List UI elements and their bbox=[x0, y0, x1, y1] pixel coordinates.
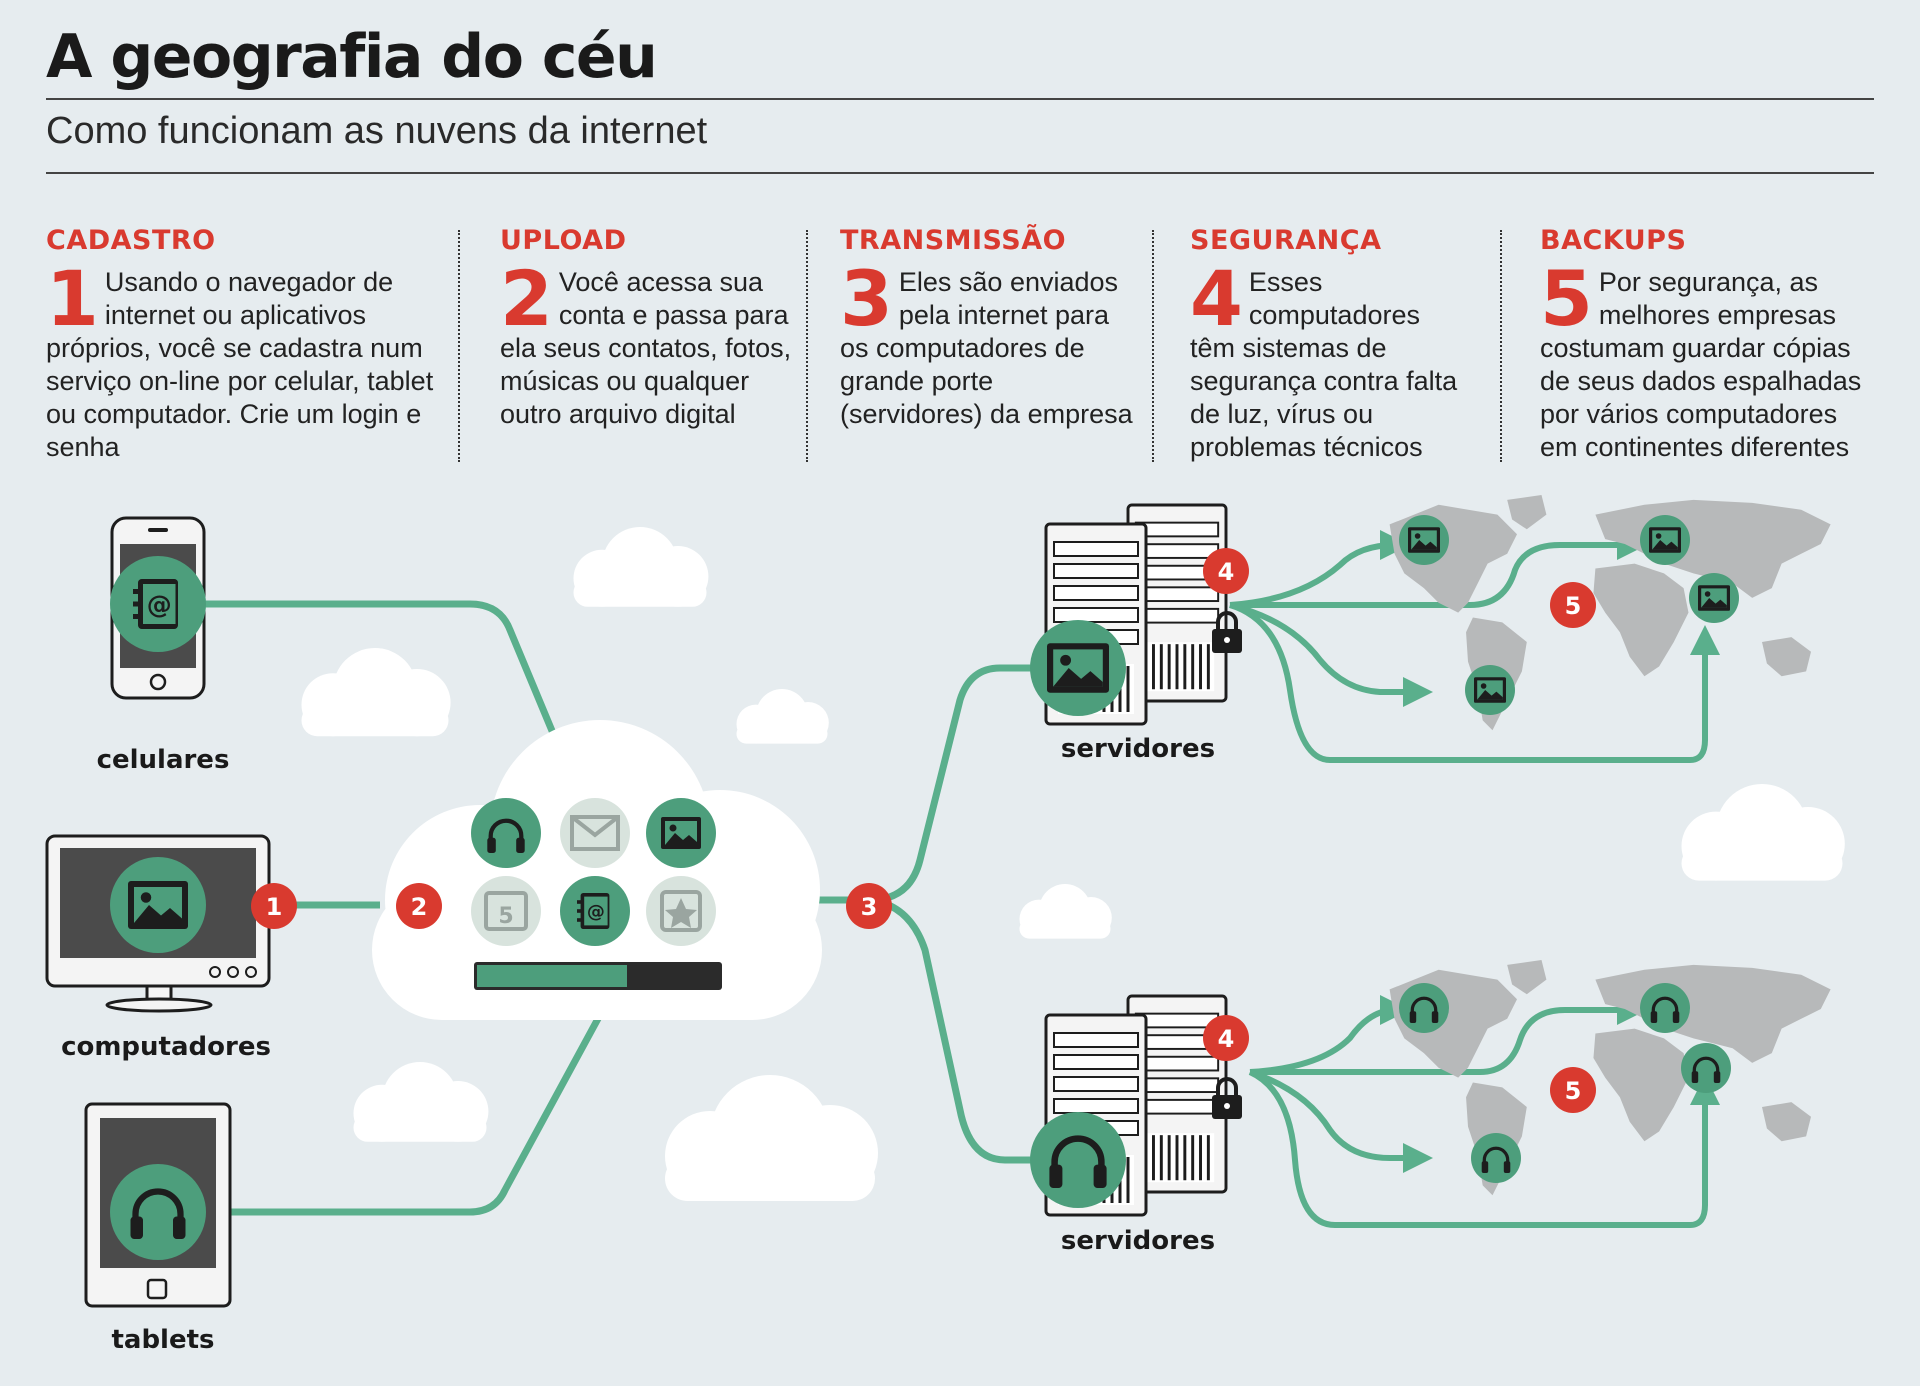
page-subtitle: Como funcionam as nuvens da internet bbox=[46, 110, 708, 152]
step-heading: CADASTRO bbox=[46, 225, 216, 256]
image-icon bbox=[646, 798, 716, 868]
image-icon bbox=[1465, 665, 1515, 715]
svg-text:4: 4 bbox=[1218, 1025, 1235, 1053]
step-marker-3: 3 bbox=[846, 883, 892, 929]
contacts-icon bbox=[110, 556, 206, 652]
step-heading: TRANSMISSÃO bbox=[840, 225, 1067, 256]
world-map-top bbox=[1389, 495, 1831, 731]
page-title: A geografia do céu bbox=[46, 22, 658, 92]
server-group-bottom bbox=[1030, 994, 1242, 1217]
step-divider bbox=[458, 230, 460, 462]
lock-icon bbox=[1212, 1077, 1242, 1119]
headphones-icon bbox=[1399, 983, 1449, 1033]
headphones-icon bbox=[1030, 1112, 1126, 1208]
svg-text:4: 4 bbox=[1218, 558, 1235, 586]
image-icon bbox=[1640, 515, 1690, 565]
backup-routes bbox=[1229, 530, 1720, 1228]
step-number: 4 bbox=[1190, 254, 1243, 343]
svg-text:5: 5 bbox=[1565, 1077, 1582, 1105]
step-number: 1 bbox=[46, 254, 99, 343]
step-markers: 1 2 3 4 4 5 5 bbox=[251, 548, 1596, 1113]
step-text: Usando o navegador de internet ou aplica… bbox=[46, 267, 434, 462]
title-rule bbox=[46, 98, 1874, 100]
step-divider bbox=[1152, 230, 1154, 462]
tablet-device bbox=[84, 1102, 232, 1308]
image-icon bbox=[110, 857, 206, 953]
image-icon bbox=[1030, 620, 1126, 716]
image-icon bbox=[1399, 515, 1449, 565]
svg-text:3: 3 bbox=[861, 893, 878, 921]
lock-icon bbox=[1212, 611, 1242, 653]
subtitle-rule bbox=[46, 172, 1874, 174]
world-map-bottom bbox=[1389, 960, 1831, 1196]
headphones-icon bbox=[1640, 983, 1690, 1033]
backup-sites-bottom bbox=[1399, 983, 1731, 1183]
step-heading: BACKUPS bbox=[1540, 225, 1687, 256]
upload-progress-bar bbox=[474, 962, 722, 990]
step-marker-4: 4 bbox=[1203, 1015, 1249, 1061]
calendar-icon: 5 bbox=[471, 876, 541, 946]
server-label-top: servidores bbox=[1060, 734, 1216, 764]
device-label-computadores: computadores bbox=[61, 1032, 271, 1062]
device-label-celulares: celulares bbox=[96, 745, 230, 775]
calendar-day: 5 bbox=[498, 904, 513, 929]
svg-text:1: 1 bbox=[266, 893, 283, 921]
cloud-icon-grid: 5 bbox=[471, 798, 716, 946]
backup-sites-top bbox=[1399, 515, 1739, 715]
step-marker-1: 1 bbox=[251, 883, 297, 929]
svg-text:2: 2 bbox=[411, 893, 428, 921]
step-number: 2 bbox=[500, 254, 553, 343]
server-group-top bbox=[1030, 503, 1242, 726]
progress-fill bbox=[477, 965, 627, 987]
server-label-bottom: servidores bbox=[1060, 1226, 1216, 1256]
step-marker-5: 5 bbox=[1550, 1067, 1596, 1113]
contacts-icon bbox=[560, 876, 630, 946]
step-marker-5: 5 bbox=[1550, 582, 1596, 628]
device-label-tablets: tablets bbox=[111, 1325, 215, 1355]
step-divider bbox=[1500, 230, 1502, 462]
step-number: 5 bbox=[1540, 254, 1593, 343]
headphones-icon bbox=[471, 798, 541, 868]
step-text: Por segurança, as melhores empresas cost… bbox=[1540, 267, 1862, 462]
headphones-icon bbox=[1471, 1133, 1521, 1183]
star-icon bbox=[646, 876, 716, 946]
step-heading: SEGURANÇA bbox=[1190, 225, 1382, 256]
step-marker-4: 4 bbox=[1203, 548, 1249, 594]
step-heading: UPLOAD bbox=[500, 225, 627, 256]
image-icon bbox=[1689, 573, 1739, 623]
svg-text:5: 5 bbox=[1565, 592, 1582, 620]
computer-device bbox=[45, 834, 271, 1013]
step-number: 3 bbox=[840, 254, 893, 343]
mail-icon bbox=[560, 798, 630, 868]
step-divider bbox=[806, 230, 808, 462]
step-text: Você acessa sua conta e passa para ela s… bbox=[500, 267, 792, 429]
headphones-icon bbox=[1681, 1043, 1731, 1093]
step-marker-2: 2 bbox=[396, 883, 442, 929]
step-text: Esses computadores têm sistemas de segur… bbox=[1190, 267, 1458, 462]
step-text: Eles são enviados pela internet para os … bbox=[840, 267, 1133, 429]
phone-device bbox=[110, 516, 206, 700]
headphones-icon bbox=[110, 1164, 206, 1260]
